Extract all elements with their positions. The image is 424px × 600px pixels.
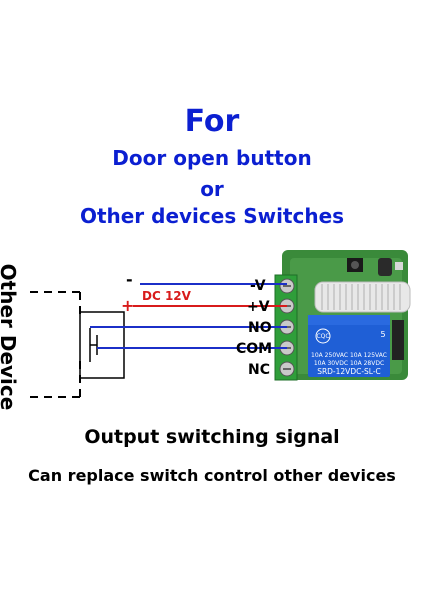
capacitor-component [378,258,392,276]
pin-label-nc: NC [248,362,270,378]
dc-12v-label: DC 12V [142,289,192,303]
switch-box [79,311,125,379]
title-line-or: or [200,177,224,201]
relay-cqc-mark: CQC [316,333,329,340]
relay-spec-line1: 10A 250VAC 10A 125VAC [311,352,387,359]
relay-component: CQC 5 10A 250VAC 10A 125VAC 10A 30VDC 10… [308,315,390,377]
pin-label-minus-v: -V [250,278,266,294]
learn-button-cap [351,261,359,269]
minus-sign: - [126,270,133,289]
relay-spec-line2: 10A 30VDC 10A 28VDC [314,360,384,367]
chip-component [392,320,404,360]
other-device-dashed-lines [30,291,81,398]
relay-model: SRD-12VDC-SL-C [317,367,381,376]
relay-pin-count: 5 [380,330,385,339]
pin-label-com: COM [236,341,272,357]
caption-replace-switch: Can replace switch control other devices [28,466,396,485]
title-line-door-button: Door open button [112,146,312,170]
plus-sign: + [121,296,134,315]
led-component [395,262,403,270]
title-for: For [184,104,240,139]
caption-output-switching: Output switching signal [84,426,340,448]
push-button-switch-icon [89,328,98,362]
title-line-other-switches: Other devices Switches [79,204,345,228]
antenna-coil [314,281,411,313]
pin-label-no: NO [248,320,272,336]
pin-label-plus-v: +V [247,299,270,315]
